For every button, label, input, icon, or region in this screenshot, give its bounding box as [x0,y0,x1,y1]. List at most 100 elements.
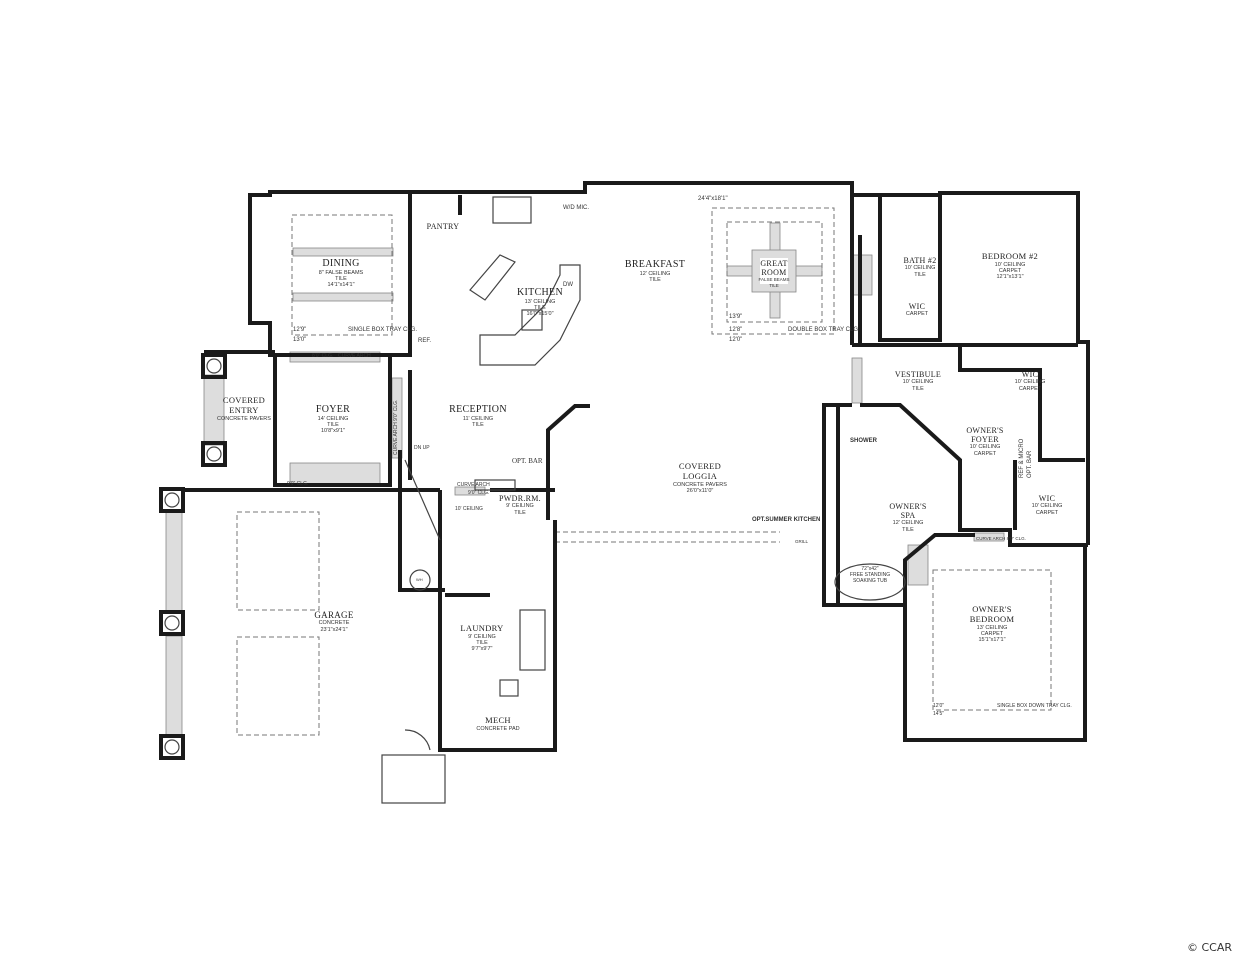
room-detail: TILE [912,385,924,392]
room-name: BREAKFAST [624,259,686,270]
room-laundry: LAUNDRY 9' CEILING TILE 9'7"x9'7" [460,623,504,653]
soaking-tub: 72"x42" FREE STANDING SOAKING TUB [850,566,890,584]
room-name: COVERED [678,461,722,471]
room-shower: SHOWER [850,438,877,444]
room-detail: TILE [902,526,914,533]
room-name: OWNER'S [966,426,1004,435]
room-name: GREAT [760,259,788,268]
room-name: WIC [908,302,926,311]
ceiling-note: SINGLE BOX TRAY CLG. [348,327,418,333]
dimension-note: 12'9" [293,327,307,333]
room-detail: TILE [472,421,484,428]
room-name: LOGGIA [682,470,718,481]
room-detail: 10' CEILING [1031,503,1063,510]
room-detail: 13' CEILING [524,298,556,305]
room-detail: TILE [649,276,661,283]
room-breakfast: BREAKFAST 12' CEILING TILE [625,259,685,283]
room-name: SPA [900,511,916,521]
room-name: FOYER [315,404,351,415]
room-name: OWNER'S [972,604,1012,614]
room-powder-room: PWDR.RM. 9' CEILING TILE [499,494,541,516]
room-wic-2: WIC 10' CEILING CARPET [1015,370,1046,392]
room-name: WIC [1038,494,1056,503]
arch-note: CURVE ARCH [338,353,371,359]
appliance-note: OPT. BAR [1027,450,1033,478]
room-detail: TILE [769,282,779,288]
summer-kitchen-label: OPT.SUMMER KITCHEN [752,517,821,523]
room-name: ENTRY [229,404,259,415]
room-detail: 10'8"x9'1" [320,428,346,435]
room-dining: DINING 8" FALSE BEAMS TILE 14'1"x14'1" [319,258,363,288]
room-detail: 26'0"x11'0" [686,487,714,494]
room-detail: TILE [534,304,546,311]
room-name: ROOM [761,268,787,278]
room-detail: CONCRETE PAVERS [217,415,271,422]
appliance-note: DW [563,282,573,288]
appliance-note: REF. [418,338,432,344]
room-name: BATH #2 [903,256,937,265]
room-mech: MECH CONCRETE PAD [476,715,520,732]
room-reception: RECEPTION 11' CEILING TILE [449,404,507,428]
room-detail: CARPET [1018,385,1042,392]
room-detail: FALSE BEAMS [758,277,790,283]
room-covered-entry: COVERED ENTRY CONCRETE PAVERS [217,395,271,422]
room-owners-bedroom: OWNER'S BEDROOM 13' CEILING CARPET 15'1"… [970,604,1015,644]
room-detail: 9' CEILING [506,503,534,510]
room-bedroom-2: BEDROOM #2 10' CEILING CARPET 12'1"x13'1… [982,251,1038,281]
ceiling-note: DOUBLE BOX TRAY CLG. [788,327,860,333]
room-name: DINING [322,258,360,269]
false-beams [726,222,823,319]
room-detail: TILE [914,271,926,278]
room-name: KITCHEN [517,287,563,298]
room-detail: 12' CEILING [892,520,924,527]
room-garage: GARAGE CONCRETE 23'1"x24'1" [314,610,353,633]
room-detail: CARPET [905,311,929,318]
dimension-note: 13'0" [293,337,307,343]
room-name: LAUNDRY [460,623,504,633]
room-name: WIC [1021,370,1039,379]
dimension-note: 13'9" [729,314,743,320]
appliance-note: REF & MICRO [1019,438,1025,478]
room-detail: 9' CEILING [468,633,496,640]
room-detail: 23'1"x24'1" [320,626,348,633]
room-name: VESTIBULE [894,370,942,379]
room-name: RECEPTION [449,404,507,415]
room-name: PWDR.RM. [499,494,541,503]
room-detail: CONCRETE PAVERS [673,481,727,488]
stair-note: DN UP [414,445,430,451]
opt-bar-label: OPT. BAR [512,457,543,465]
room-detail: 14'1"x14'1" [327,282,355,289]
room-detail: TILE [335,275,347,282]
dimension-note: 14'5" [933,711,945,717]
dimension-note: 12'0" [933,703,945,709]
copyright-notice: © CCAR [1186,941,1232,954]
room-detail: 12'1"x13'1" [996,274,1024,281]
appliance-note: W/D MIC. [563,205,589,211]
room-detail: CONCRETE PAD [476,725,520,732]
room-detail: 15'1"x17'1" [978,637,1006,644]
room-detail: TILE [476,640,488,647]
room-detail: TILE [514,509,526,516]
dimension-note: 12'8" [729,327,743,333]
room-owners-foyer: OWNER'S FOYER 10' CEILING CARPET [966,426,1003,457]
room-wic-1: WIC CARPET [906,302,928,318]
tub-note: SOAKING TUB [852,577,888,584]
room-kitchen: KITCHEN 13' CEILING TILE 16'0"x15'0" [517,287,563,317]
arch-note: CURVE ARCH [457,482,490,488]
tray-ceilings [236,207,1052,736]
room-foyer: FOYER 14' CEILING TILE 10'8"x9'1" [316,404,350,434]
room-vestibule: VESTIBULE 10' CEILING TILE [895,370,941,392]
room-detail: CARPET [998,268,1022,275]
arch-note: 9'0" CLG. [287,481,309,487]
room-detail: 8" FALSE BEAMS [318,269,364,276]
tub-note: 72"x42" [861,566,879,572]
room-detail: 10' CEILING [902,379,934,386]
columns [159,353,227,760]
fixtures [381,196,906,804]
room-owners-spa: OWNER'S SPA 12' CEILING TILE [889,502,926,533]
dimension-note: 24'4"x18'1" [698,196,728,202]
ceiling-note: SINGLE BOX DOWN TRAY CLG. [997,703,1072,709]
arch-note: 9'0" CLG. [468,490,490,496]
arch-note: CURVE ARCH 9'0" CLG. [393,399,399,455]
